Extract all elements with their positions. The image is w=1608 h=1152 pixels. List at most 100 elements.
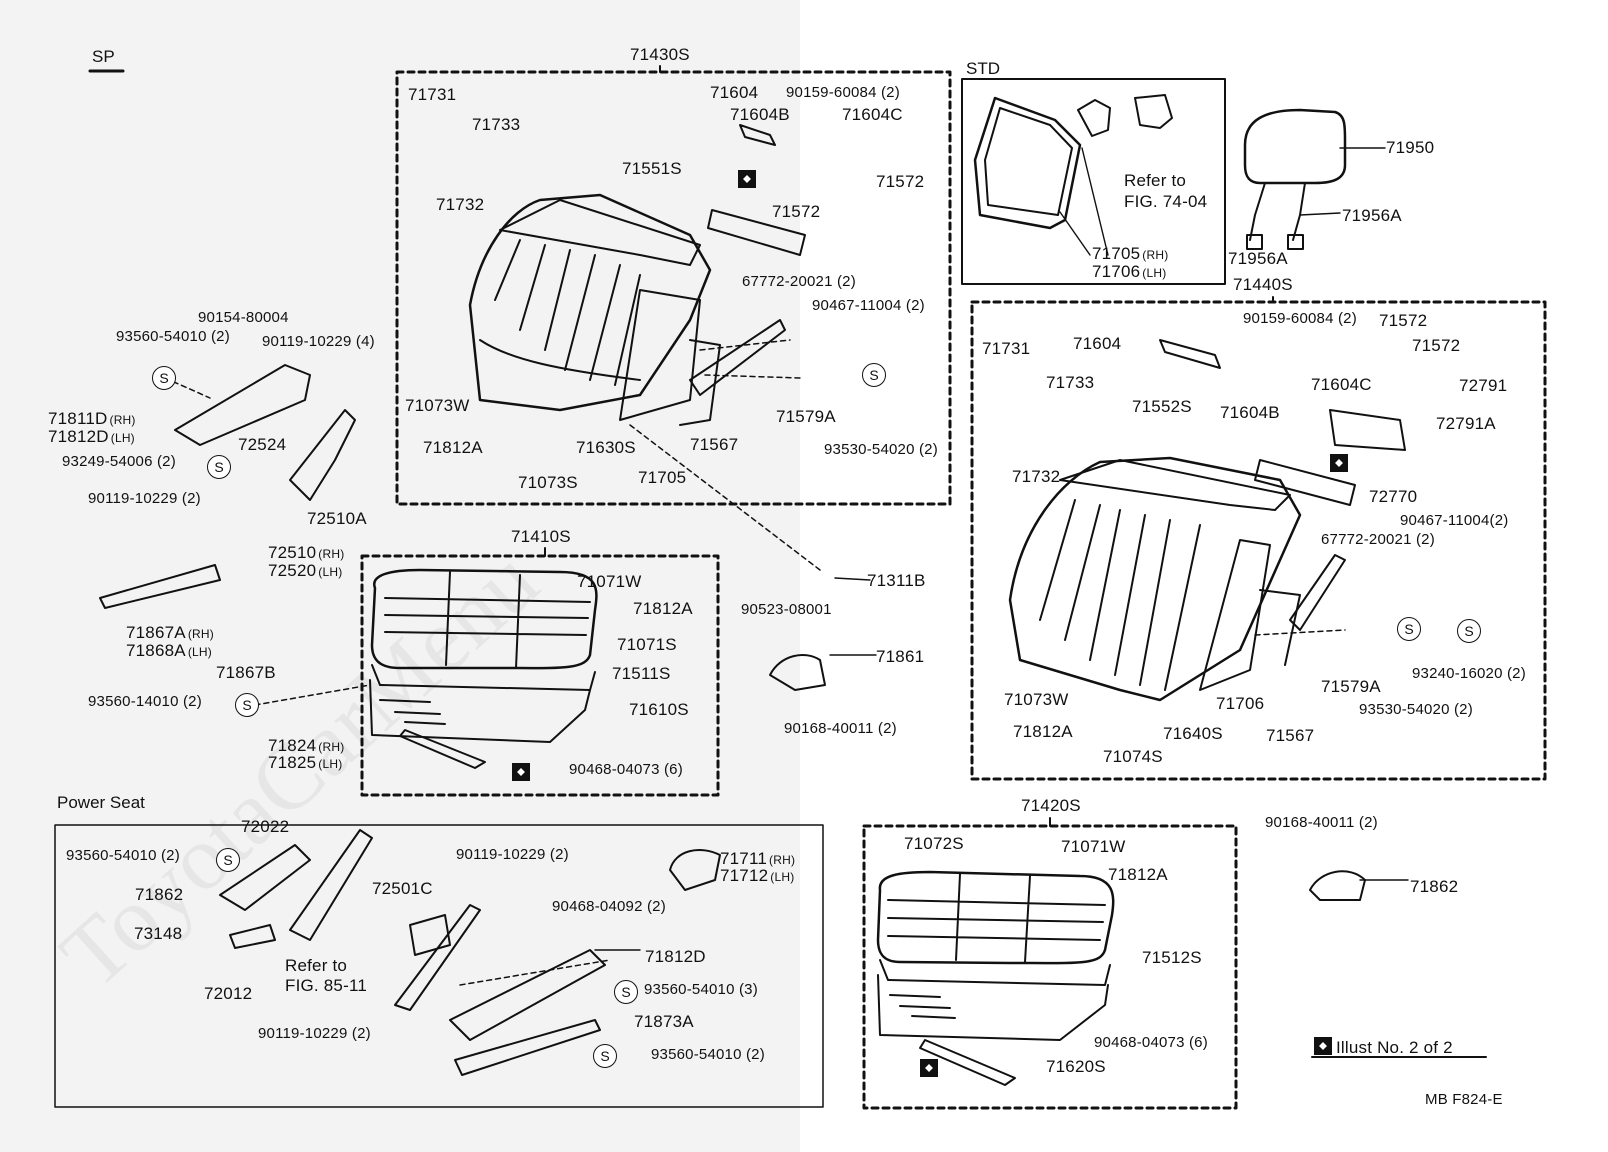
cushion-71072s (876, 870, 1115, 1086)
part-label-f12: 93560-54010 (3) (644, 981, 758, 999)
part-number: 71074S (1103, 747, 1163, 766)
trim-71873a (454, 1019, 601, 1076)
part-label-a9: 71572 (876, 173, 924, 191)
part-number: 93249-54006 (2) (62, 453, 176, 470)
part-number: 71604 (710, 83, 759, 102)
part-number: 71732 (1012, 467, 1061, 486)
part-label-d4: 71956A (1342, 207, 1402, 225)
strip-71551 (707, 209, 806, 256)
part-label-c6: 90468-04073 (6) (569, 761, 683, 779)
cover-71861 (769, 654, 826, 691)
cover-72770 (1329, 409, 1406, 451)
part-number: 71824 (268, 736, 317, 755)
part-label-b9: 72510A (307, 510, 367, 528)
part-number: 71610S (629, 700, 689, 719)
part-number: 71073W (1004, 690, 1069, 709)
wire-71567-right (1289, 554, 1346, 631)
part-label-e21: 71812A (1013, 723, 1073, 741)
part-number: 71812A (423, 438, 483, 457)
part-number: 71811D (48, 409, 108, 428)
part-number: 90467-11004 (2) (812, 297, 925, 314)
refer-line-1: Refer to (1124, 171, 1187, 190)
recliner-72510 (289, 409, 356, 501)
part-side: (RH) (769, 853, 796, 867)
part-label-b5: 71812D(LH) (48, 428, 135, 447)
part-number: 71071W (577, 572, 642, 591)
part-label-f14: 90119-10229 (2) (258, 1025, 371, 1043)
part-label-a20: 71705 (638, 469, 686, 487)
part-number: 71956A (1228, 249, 1288, 268)
lever-73148 (229, 924, 276, 949)
part-number: 93240-16020 (2) (1412, 665, 1526, 682)
s-marker-icon: S (207, 455, 231, 479)
part-number: 72524 (238, 435, 287, 454)
cushion-71071s (369, 568, 598, 769)
part-label-e20: 71706 (1216, 695, 1264, 713)
part-number: 71073W (405, 396, 470, 415)
part-label-c2: 71812A (633, 600, 693, 618)
part-label-e6: 71733 (1046, 374, 1094, 392)
part-label-a10: 71572 (772, 203, 820, 221)
part-number: 71812A (1108, 865, 1168, 884)
part-number: 72012 (204, 984, 253, 1003)
part-number: 73148 (134, 924, 183, 943)
part-label-e23: 71567 (1266, 727, 1314, 745)
part-label-e4: 71604 (1073, 335, 1121, 353)
part-label-f1: 72022 (241, 818, 289, 836)
part-label-g4: 71512S (1142, 949, 1202, 967)
part-number: 71071W (1061, 837, 1126, 856)
strip-71552 (1254, 459, 1356, 506)
part-label-c10: 90168-40011 (2) (784, 720, 897, 738)
part-number: 71867B (216, 663, 276, 682)
part-label-e11: 72791A (1436, 415, 1496, 433)
part-number: 67772-20021 (2) (1321, 531, 1435, 548)
part-side: (RH) (318, 547, 345, 561)
part-number: 71604B (1220, 403, 1280, 422)
seatback-71551s (468, 193, 721, 426)
part-label-a12: 90467-11004 (2) (812, 297, 925, 315)
refer-note-85-11: Refer to FIG. 85-11 (285, 956, 367, 996)
part-number: 93560-54010 (2) (66, 847, 180, 864)
illus-note: Illust No. 2 of 2 (1314, 1035, 1453, 1057)
group-box-71410s (360, 554, 720, 797)
part-number: 72501C (372, 879, 433, 898)
part-number: 71733 (472, 115, 521, 134)
power-seat-box (54, 824, 824, 1108)
refer-note-74-04: Refer to FIG. 74-04 (1124, 170, 1207, 212)
part-label-f3: 90119-10229 (2) (456, 846, 569, 864)
part-number: 72770 (1369, 487, 1418, 506)
part-label-a7: 71604C (842, 106, 903, 124)
part-label-b13: 71868A(LH) (126, 642, 212, 661)
part-label-f15: 93560-54010 (2) (651, 1046, 765, 1064)
part-label-a13: 71073W (405, 397, 470, 415)
part-number: 90523-08001 (741, 601, 832, 618)
part-label-c9: 71861 (876, 648, 924, 666)
part-side: (LH) (110, 431, 135, 445)
s-marker-icon: S (862, 363, 886, 387)
part-side: (LH) (187, 645, 212, 659)
diagram-code: MB F824-E (1425, 1091, 1503, 1108)
part-label-d1: 71705(RH) (1092, 245, 1168, 264)
part-label-a15: 71630S (576, 439, 636, 457)
part-number: 71572 (1379, 311, 1428, 330)
part-number: 71071S (617, 635, 677, 654)
track-power (289, 829, 481, 1011)
part-label-f2: 93560-54010 (2) (66, 847, 180, 865)
part-label-c8: 71311B (867, 572, 926, 590)
group-box-71440s (970, 300, 1547, 781)
part-number: 90119-10229 (2) (258, 1025, 371, 1042)
part-number: 71873A (634, 1012, 694, 1031)
part-label-a14: 71812A (423, 439, 483, 457)
part-number: 72510A (307, 509, 367, 528)
part-number: 71825 (268, 753, 317, 772)
std-frame (973, 94, 1173, 230)
part-label-e15: 67772-20021 (2) (1321, 531, 1435, 549)
part-label-f9: 73148 (134, 925, 182, 943)
motor-72501c (409, 914, 451, 956)
hinge-71811d (174, 364, 311, 446)
illus-marker-icon (512, 763, 530, 781)
part-label-b14: 71867B (216, 664, 276, 682)
part-number: 93530-54020 (2) (1359, 701, 1473, 718)
part-side: (LH) (318, 757, 343, 771)
part-number: 72510 (268, 543, 317, 562)
